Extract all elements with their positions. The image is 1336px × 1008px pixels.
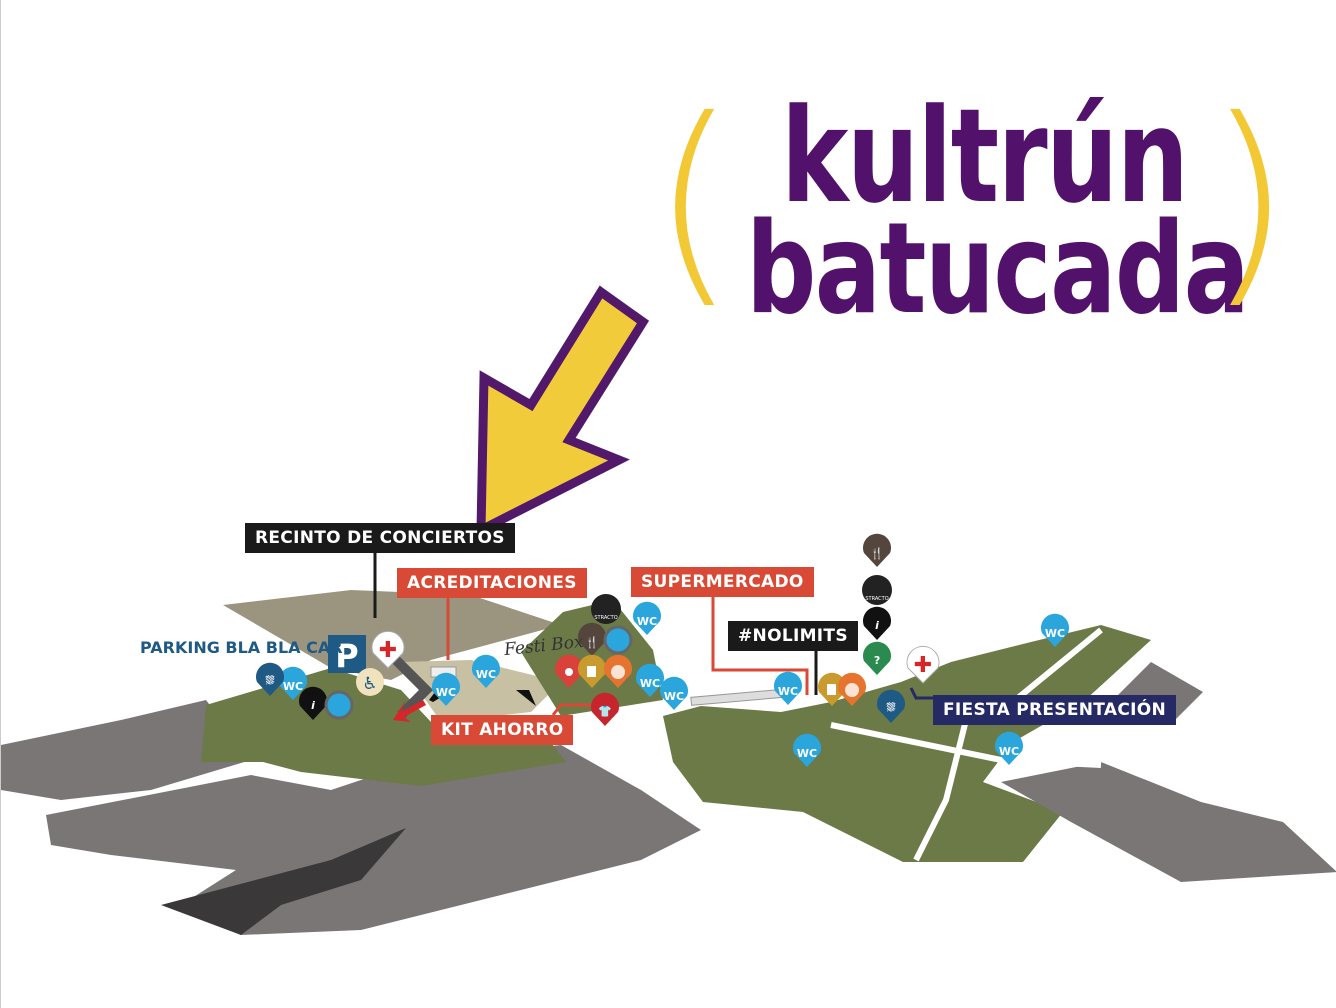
svg-text:✚: ✚ [914,653,932,678]
direction-arrow-icon [516,690,536,706]
help-pin-icon[interactable]: ? [863,641,891,675]
svg-text:🍴: 🍴 [870,547,884,560]
logo-line-1: kultrún [781,80,1189,232]
first-aid-pin-icon[interactable]: ✚ [371,631,405,669]
wc-pin-icon[interactable]: WC [793,733,821,767]
label-supermercado[interactable]: SUPERMERCADO [631,567,814,597]
road [913,719,969,862]
wc-pin-icon[interactable]: WC [279,666,307,700]
info-pin-icon[interactable]: i [299,686,327,720]
fiesta-pointer [909,687,933,700]
svg-text:⛆: ⛆ [886,701,896,714]
svg-text:♿: ♿ [362,674,377,694]
label-parking-bla-bla-car[interactable]: PARKING BLA BLA CAR [140,638,343,657]
svg-text:WC: WC [637,615,657,628]
svg-text:?: ? [874,654,880,667]
svg-text:👕: 👕 [598,705,612,718]
wc-pin-icon[interactable]: WC [995,731,1023,765]
svg-text:WC: WC [640,677,660,690]
direction-arrow-exit-icon [393,700,426,722]
first-aid-pin-icon[interactable]: ✚ [906,646,940,684]
restaurant-pin-icon[interactable]: 🍴 [578,622,606,656]
svg-text:WC: WC [664,690,684,703]
wc-pin-icon[interactable]: WC [774,671,802,705]
svg-text:STRACTO: STRACTO [865,596,888,602]
logo-right-brace: ) [1206,72,1292,328]
gray-area-left [1,700,251,800]
highlight-arrow-icon [476,285,650,538]
label-recinto-de-conciertos[interactable]: RECINTO DE CONCIERTOS [245,523,515,553]
label-nolimits[interactable]: #NOLIMITS [728,621,858,651]
stracto-pin-icon[interactable]: STRACTO [862,575,892,605]
path [392,656,434,719]
food-pin-icon[interactable] [838,672,866,706]
label-kit-ahorro[interactable]: KIT AHORRO [431,715,574,745]
svg-text:✚: ✚ [379,638,397,663]
info-pin-icon[interactable]: i [863,606,891,640]
beer-pin-icon[interactable] [578,654,606,688]
svg-text:WC: WC [1045,627,1065,640]
merch-pin-icon[interactable]: 👕 [591,692,619,726]
svg-text:WC: WC [476,668,496,681]
svg-text:WC: WC [436,686,456,699]
label-fiesta-presentacion[interactable]: FIESTA PRESENTACIÓN [933,695,1177,725]
wc-pin-icon[interactable]: WC [432,672,460,706]
shower-pin-icon[interactable]: ⛆ [256,662,284,696]
accessibility-icon: ♿ [356,668,384,696]
kultrun-batucada-logo: ( kultrún batucada ) [651,72,1292,342]
dark-area [161,828,406,935]
label-acreditaciones[interactable]: ACREDITACIONES [397,568,587,598]
wc-pin-icon[interactable]: WC [633,601,661,635]
svg-text:⛆: ⛆ [265,674,275,687]
wc-pin-icon[interactable]: WC [1041,613,1069,647]
festival-badge-icon [324,690,354,720]
road [830,722,1102,768]
food-pin-icon[interactable] [604,654,632,688]
svg-text:STRACTO: STRACTO [594,615,617,621]
stracto-pin-icon[interactable]: STRACTO [591,594,621,624]
gray-area-south [46,745,701,935]
wc-pin-icon[interactable]: WC [472,654,500,688]
shower-pin-icon[interactable]: ⛆ [877,689,905,723]
kit-pointer [551,703,601,716]
restaurant-pin-icon[interactable]: 🍴 [863,533,891,567]
svg-text:🍴: 🍴 [585,636,599,649]
svg-text:WC: WC [283,680,303,693]
wc-pin-icon[interactable]: WC [660,676,688,710]
wc-pin-icon[interactable]: WC [636,663,664,697]
logo-left-brace: ( [651,72,737,328]
supermercado-pointer [711,596,809,695]
location-pin-icon[interactable] [555,654,583,688]
svg-text:WC: WC [778,685,798,698]
beer-pin-icon[interactable] [818,672,846,706]
festival-badge-icon [603,625,633,655]
gray-area-east [1001,762,1336,882]
logo-line-2: batucada [746,195,1250,342]
svg-text:WC: WC [797,747,817,760]
svg-text:i: i [875,619,879,632]
svg-text:i: i [311,699,315,712]
svg-text:WC: WC [999,745,1019,758]
parking-icon[interactable]: P [328,635,366,675]
svg-text:P: P [335,637,358,675]
